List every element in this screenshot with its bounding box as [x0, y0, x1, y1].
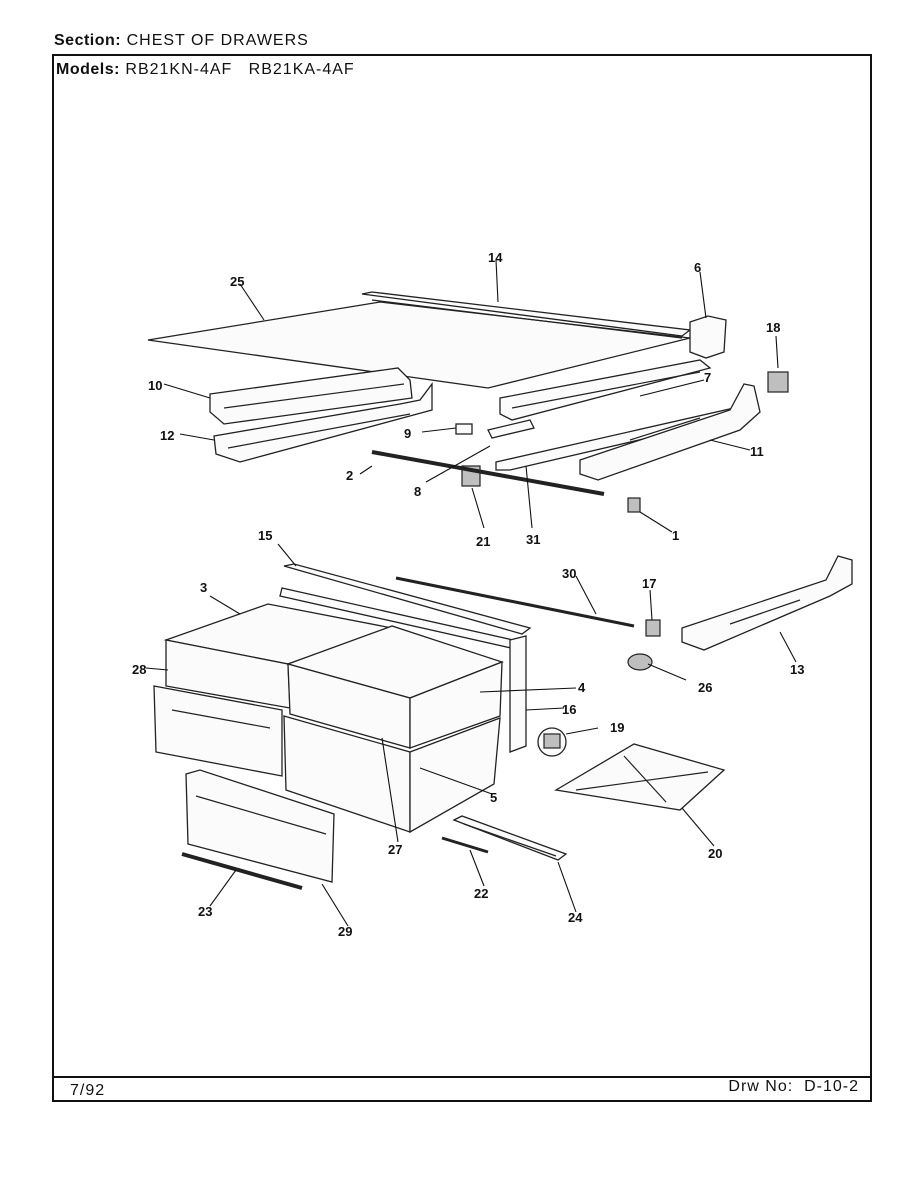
part-24-slide-track [452, 815, 568, 861]
callout-29: 29 [338, 924, 352, 939]
part-25-shelf-panel [147, 301, 691, 389]
footer-divider [52, 1076, 872, 1078]
callout-18: 18 [766, 320, 780, 335]
callout-7: 7 [704, 370, 711, 385]
section-value: CHEST OF DRAWERS [126, 32, 309, 49]
part-23-trim-strip [181, 852, 303, 890]
part-22-pin [441, 836, 489, 854]
callout-11: 11 [750, 444, 764, 459]
part-10-left-rail-upper [209, 367, 413, 425]
part-1-clip [627, 497, 641, 513]
part-16-side-panel [509, 635, 527, 753]
part-17-clip [645, 619, 661, 637]
part-11-side-bracket [579, 383, 761, 481]
part-callouts: 14 25 6 18 10 7 12 9 11 2 8 21 31 1 15 3… [132, 250, 804, 939]
part-30-rod [395, 576, 635, 628]
revision-date: 7/92 [70, 1082, 106, 1099]
callout-9: 9 [404, 426, 411, 441]
callout-3: 3 [200, 580, 207, 595]
section-heading: Section: CHEST OF DRAWERS [54, 32, 309, 50]
part-7-right-rail [499, 359, 712, 421]
part-2-rod [371, 450, 605, 496]
part-29-front-panel [185, 769, 335, 883]
callout-4: 4 [578, 680, 586, 695]
callout-28: 28 [132, 662, 146, 677]
callout-2: 2 [346, 468, 353, 483]
part-13-side-bracket [681, 555, 853, 651]
part-28-left-drawer-front [153, 685, 283, 777]
callout-20: 20 [708, 846, 722, 861]
callout-8: 8 [414, 484, 421, 499]
part-5-lower-pan [409, 717, 501, 834]
models-value: RB21KN-4AF RB21KA-4AF [125, 61, 355, 78]
part-6-end-cap [689, 315, 727, 359]
callout-16: 16 [562, 702, 576, 717]
callout-17: 17 [642, 576, 656, 591]
callout-14: 14 [488, 250, 503, 265]
part-9-bracket [455, 423, 473, 435]
part-20-cover-frame [554, 743, 726, 811]
section-label: Section: [54, 32, 122, 49]
models-label: Models: [56, 61, 120, 78]
callout-10: 10 [148, 378, 162, 393]
callout-15: 15 [258, 528, 272, 543]
callout-26: 26 [698, 680, 712, 695]
callout-23: 23 [198, 904, 212, 919]
callout-31: 31 [526, 532, 540, 547]
callout-24: 24 [568, 910, 583, 925]
models-heading: Models: RB21KN-4AF RB21KA-4AF [56, 61, 355, 79]
callout-13: 13 [790, 662, 804, 677]
part-8-slide [487, 419, 535, 439]
callout-25: 25 [230, 274, 244, 289]
callout-22: 22 [474, 886, 488, 901]
part-18-clip [767, 371, 789, 393]
part-15-drawer-frame-top [279, 563, 532, 651]
leader-lines [145, 259, 797, 927]
callout-30: 30 [562, 566, 576, 581]
callout-12: 12 [160, 428, 174, 443]
part-4-right-drawer [285, 625, 504, 749]
part-26-cam [627, 653, 653, 671]
callout-6: 6 [694, 260, 701, 275]
callout-27: 27 [388, 842, 402, 857]
callout-19: 19 [610, 720, 624, 735]
part-19-clip [537, 727, 567, 757]
drawing-frame [52, 54, 872, 1102]
callout-5: 5 [490, 790, 497, 805]
part-12-left-rail-lower [213, 382, 433, 463]
callout-21: 21 [476, 534, 490, 549]
drawing-number: Drw No: D-10-2 [728, 1078, 859, 1095]
callout-1: 1 [672, 528, 679, 543]
